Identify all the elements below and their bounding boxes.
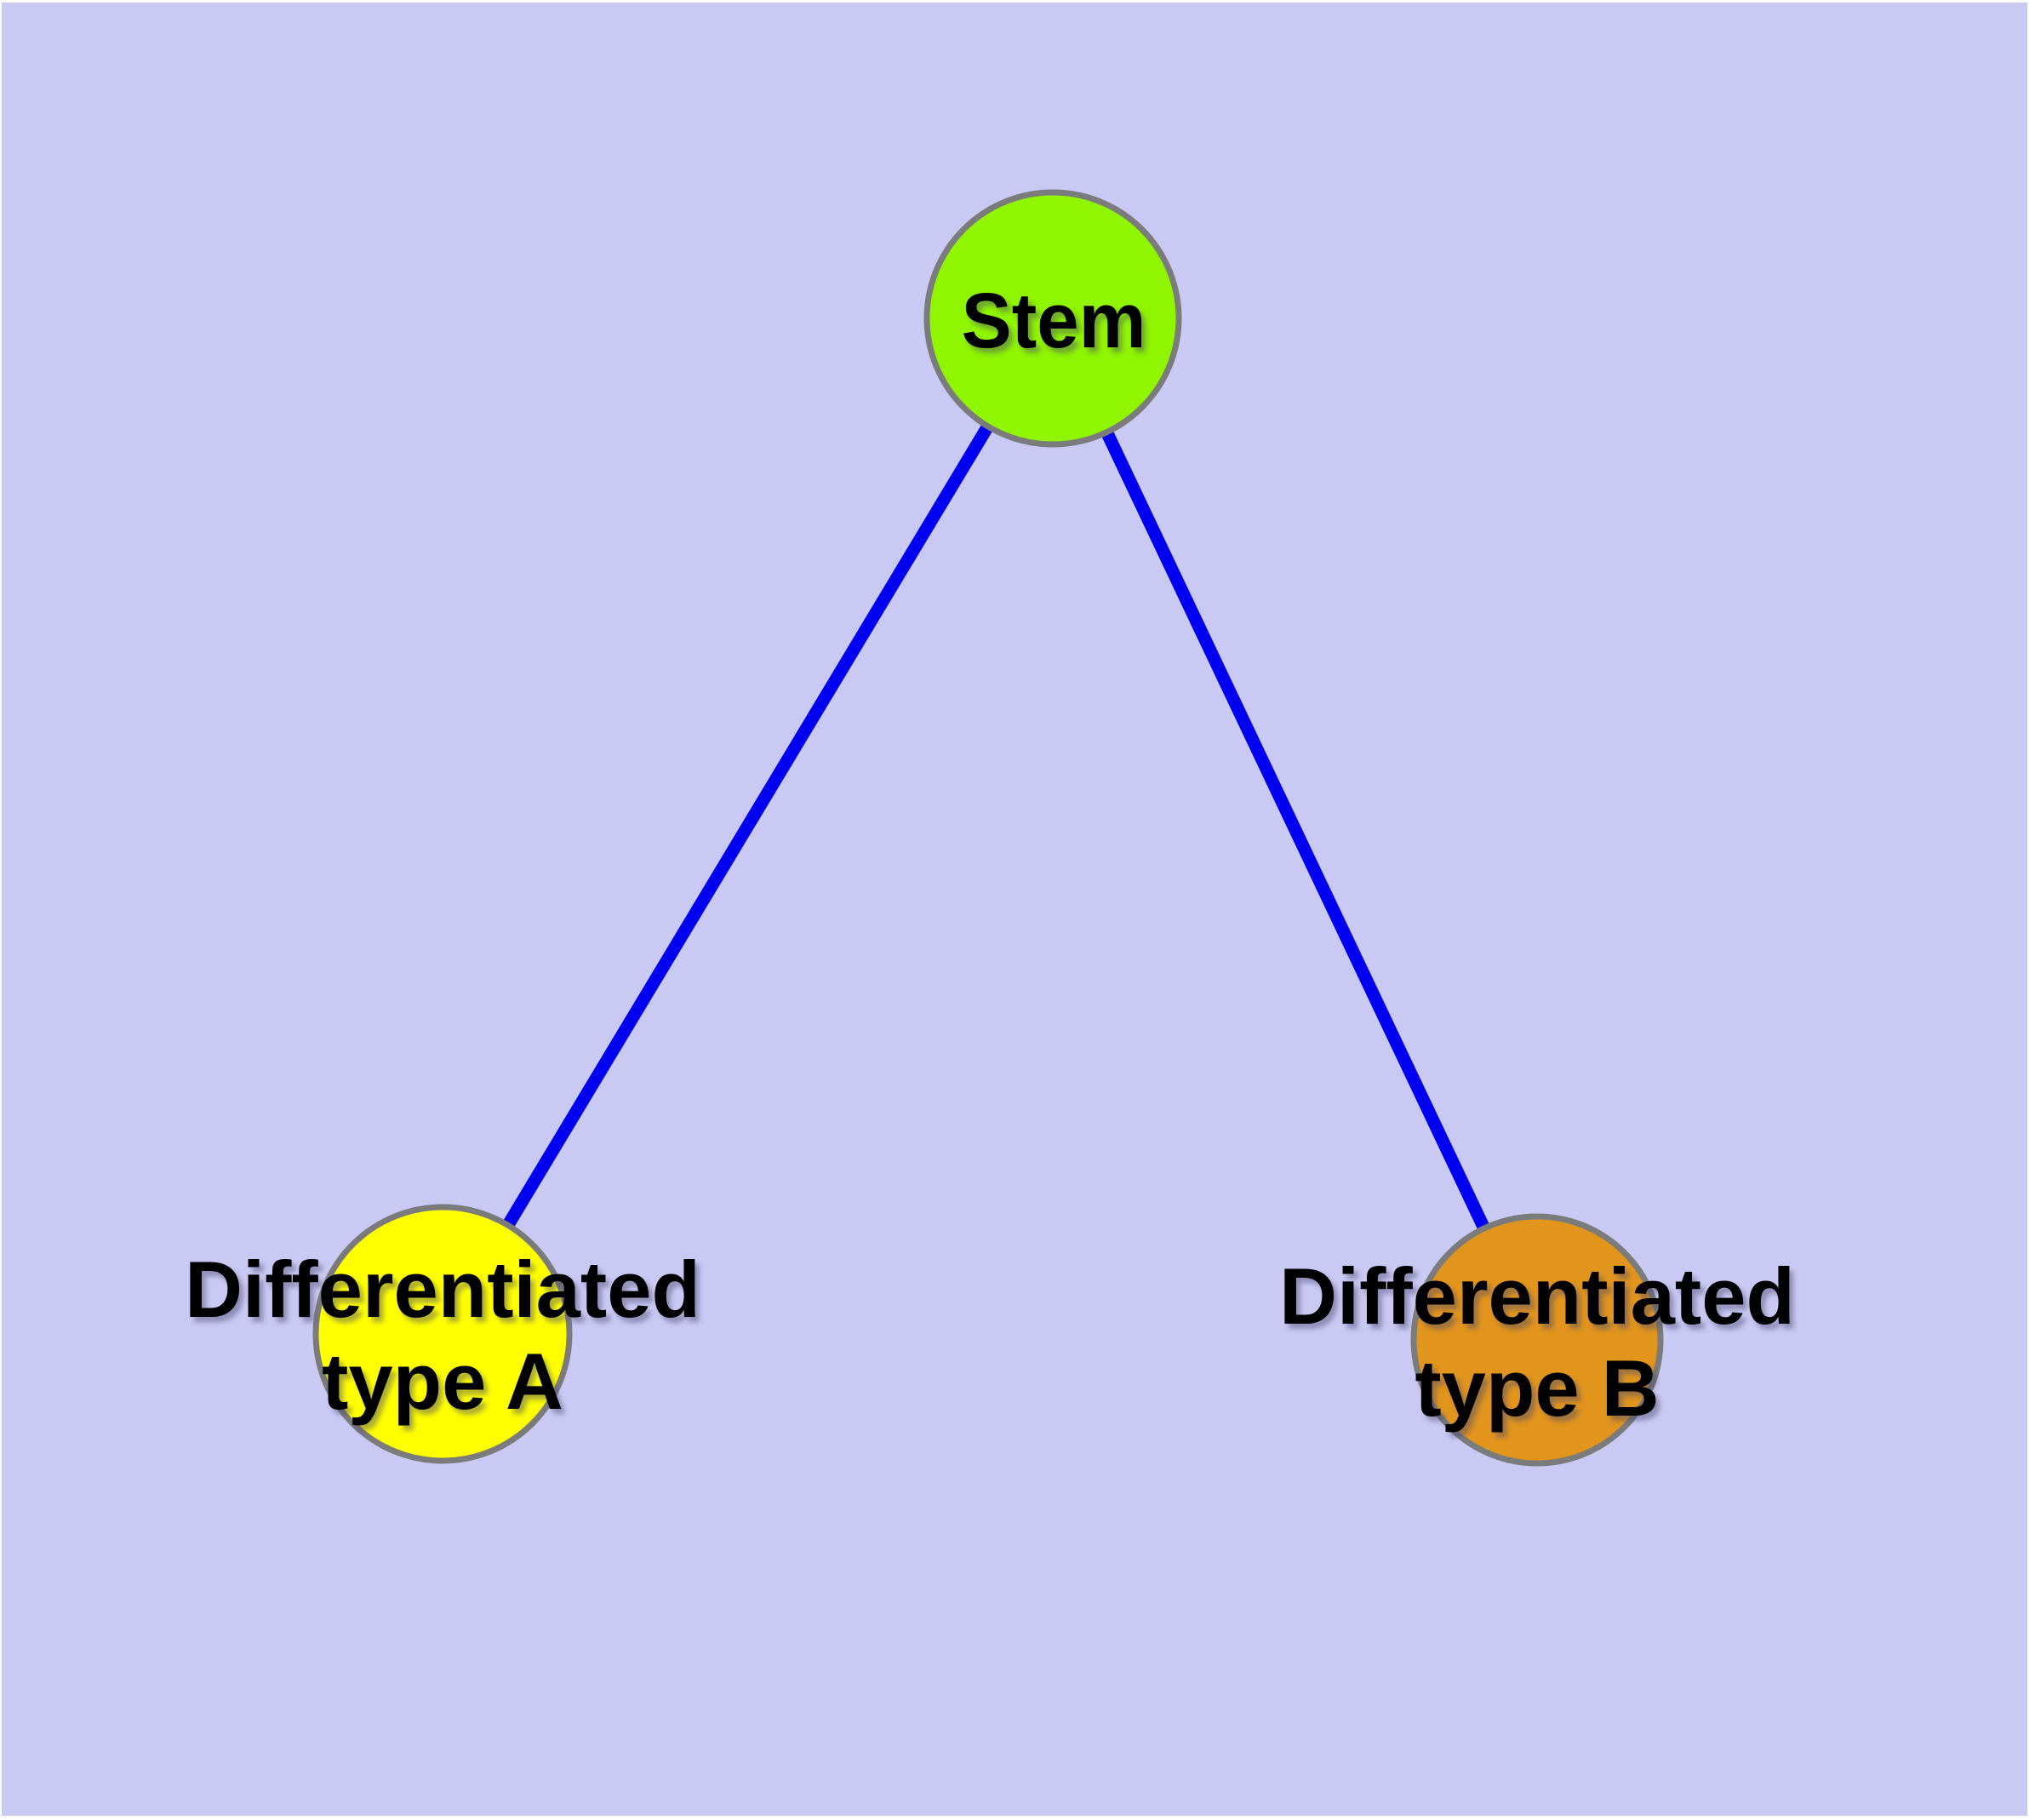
node-stem-circle [923, 189, 1182, 448]
node-typeB-circle [1410, 1213, 1664, 1467]
edge-stem-to-typeB [1047, 315, 1543, 1343]
node-typeA-label-line1: Differentiated [185, 1245, 700, 1334]
node-typeB-label-line1: Differentiated [1279, 1251, 1795, 1341]
edge-stem-to-typeA [437, 315, 1059, 1337]
node-typeA-circle [312, 1204, 573, 1464]
node-stem-label: Stem [962, 278, 1146, 364]
node-typeB-label-line2: type B [1415, 1343, 1659, 1433]
node-typeA-label-line2: type A [322, 1336, 563, 1426]
